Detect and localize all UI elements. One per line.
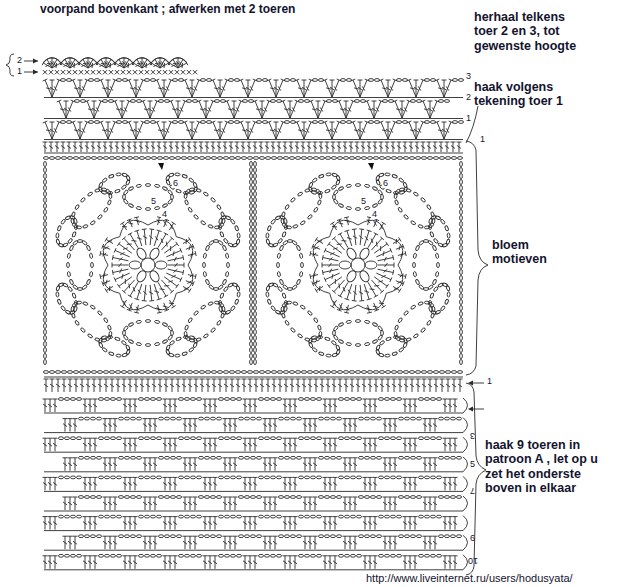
callout-number: 6 [172, 178, 179, 188]
row-number: 3 [470, 431, 475, 441]
row-number: 2 [17, 55, 22, 65]
row-number: 7 [470, 486, 475, 496]
row-number: 10 [468, 556, 478, 566]
row-number: 3 [466, 71, 471, 81]
callout-number: 5 [150, 196, 157, 206]
row-number: 6 [470, 533, 475, 543]
callout-number: 4 [371, 209, 378, 219]
row-number: 1 [17, 66, 22, 76]
row-number: 1 [487, 376, 492, 386]
row-number: 5 [470, 459, 475, 469]
row-number: 1 [466, 113, 471, 123]
row-number: 2 [466, 92, 471, 102]
callout-number: 4 [161, 209, 168, 219]
row-number: 1 [480, 134, 485, 144]
callout-number: 5 [360, 196, 367, 206]
note-text: haak volgens tekening toer 1 [474, 80, 596, 109]
note-text: haak 9 toeren in patroon A , let op u ze… [485, 438, 613, 496]
chart-title: voorpand bovenkant ; afwerken met 2 toer… [40, 3, 295, 17]
note-text: bloem motieven [492, 238, 572, 267]
callout-number: 6 [382, 178, 389, 188]
watermark: http://www.liveinternet.ru/users/hodusya… [366, 572, 573, 585]
note-text: herhaal telkens toer 2 en 3, tot gewenst… [474, 10, 592, 53]
